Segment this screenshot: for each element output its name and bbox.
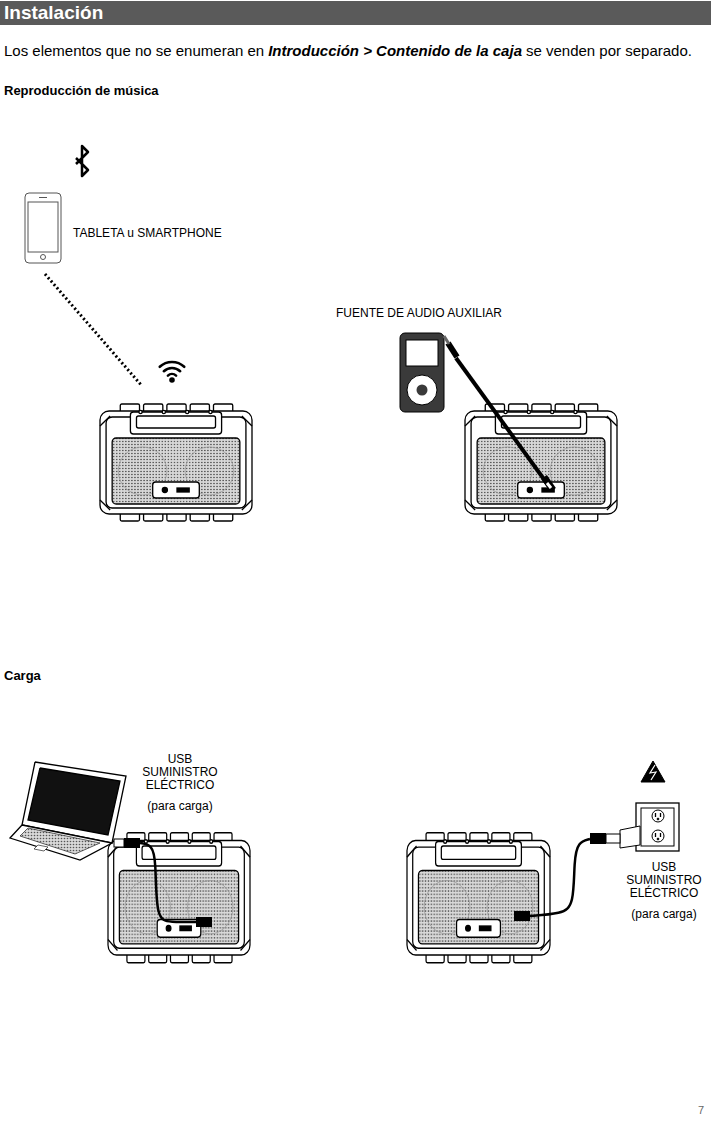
section-title: Instalación [0,1,711,25]
speaker-bluetooth [100,404,252,521]
device-label: TABLETA u SMARTPHONE [73,226,222,240]
subsection-heading: Carga [4,668,41,683]
wireless-link [45,274,142,386]
laptop [10,762,126,860]
aux-cable [444,336,553,490]
section-header-band: Instalación [0,1,711,25]
intro-text: Los elementos que no se enumeran en [4,42,264,59]
power-note: (para carga) [631,907,696,921]
intro-reference: Introducción > Contenido de la caja [268,42,522,59]
usb-power-adapter [514,826,640,921]
intro-line: Los elementos que no se enumeran enIntro… [4,42,696,59]
subsection-heading: Reproducción de música [4,83,159,98]
smartphone [25,193,61,263]
speaker-laptop-charge [108,833,250,963]
power-note: (para carga) [147,799,212,813]
page-number: 7 [698,1104,704,1116]
wall-outlet [636,761,679,851]
speaker-wall-charge [407,833,550,963]
intro-text: se venden por separado. [526,42,692,59]
bluetooth-symbol [76,146,88,176]
device-label: FUENTE DE AUDIO AUXILIAR [336,306,502,320]
power-label: USB SUMINISTRO ELÉCTRICO [622,861,706,900]
aux-audio-player [400,333,444,412]
power-label: USB SUMINISTRO ELÉCTRICO [138,753,222,792]
speaker-aux [465,404,617,521]
usb-cable [114,838,212,927]
wireless-icon [160,362,184,382]
